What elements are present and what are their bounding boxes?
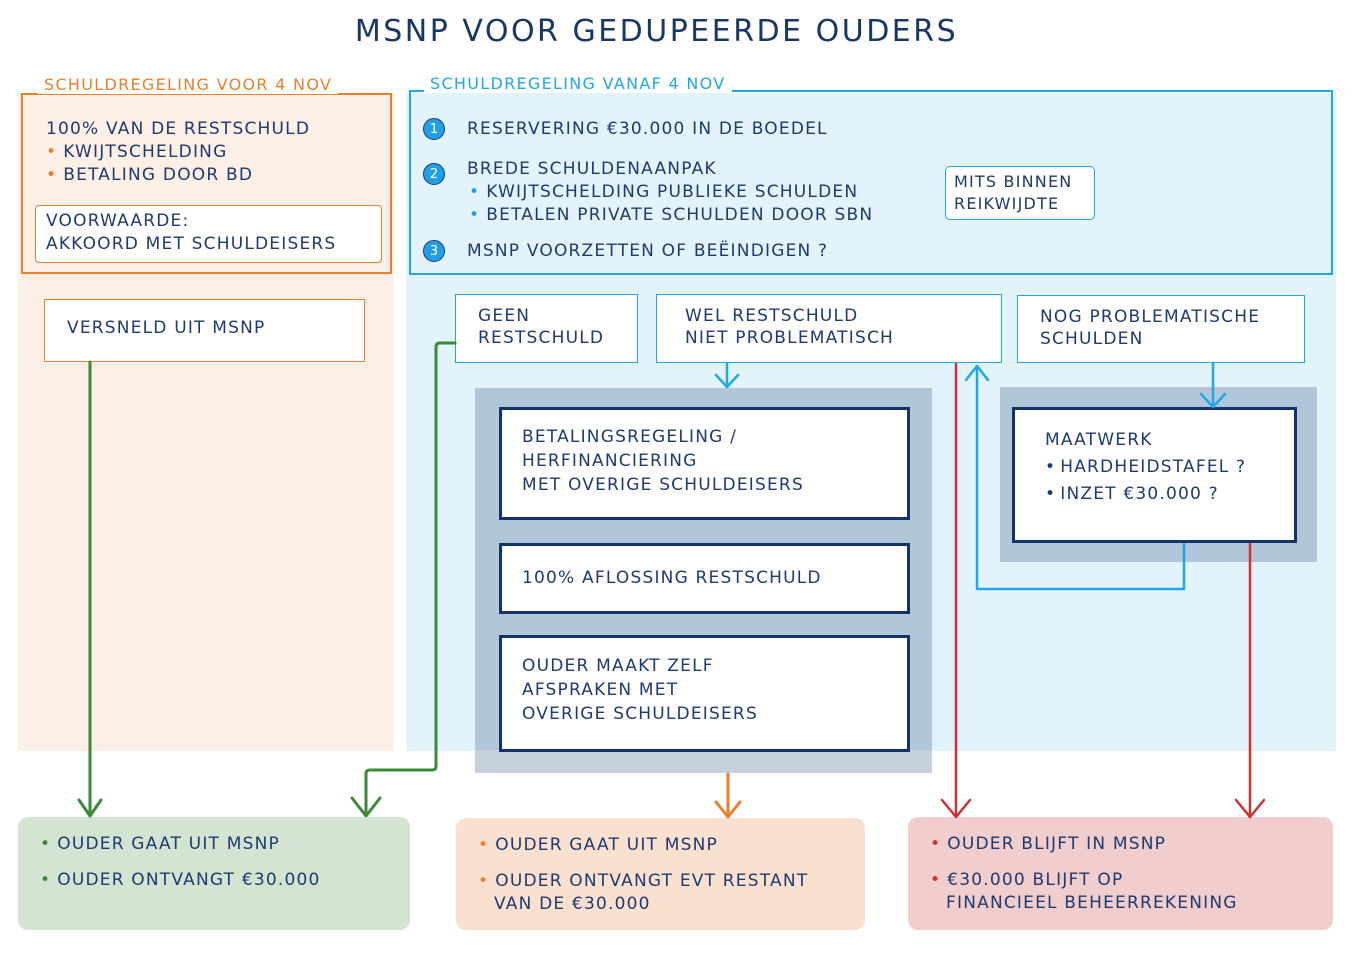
arrowhead-green-1 <box>77 798 103 818</box>
scope-note-line: Mits binnen <box>954 172 1073 191</box>
condition-text: Akkoord met schuldeisers <box>46 234 337 254</box>
outcome-item: Ouder ontvangt evt restant <box>478 871 808 891</box>
left-panel-background <box>18 93 394 751</box>
option-line: overige schuldeisers <box>522 704 758 724</box>
arrowhead-blue-3 <box>964 364 990 382</box>
outcome-item: €30.000 blijft op <box>930 870 1123 890</box>
step-number-1-icon: 1 <box>423 118 445 140</box>
option-line: met overige schuldeisers <box>522 475 804 495</box>
condition-label: Voorwaarde: <box>46 211 190 231</box>
arrow-maatwerk-back-to-nonproblematic <box>975 364 1186 591</box>
step-2-content: Brede schuldenaanpak Kwijtschelding publ… <box>467 158 873 227</box>
left-rules-content: 100% van de restschuld Kwijtschelding Be… <box>46 118 310 187</box>
arrowhead-red-1 <box>940 798 972 819</box>
right-rules-frame <box>409 90 1333 275</box>
outcome-exit-full-payout: Ouder gaat uit MSNP Ouder ontvangt €30.0… <box>18 817 410 930</box>
arrowhead-blue-1 <box>714 373 740 389</box>
scope-note-line: reikwijdte <box>954 194 1060 213</box>
arrowhead-orange <box>714 800 742 819</box>
category-line: restschuld <box>478 328 605 348</box>
arrowhead-red-2 <box>1234 798 1266 819</box>
outcome-item-continued: van de €30.000 <box>494 894 651 914</box>
scope-note-box: Mits binnen reikwijdte <box>945 166 1095 220</box>
category-problematic-debt[interactable]: Nog problematische schulden <box>1017 295 1305 363</box>
category-non-problematic-debt[interactable]: Wel restschuld niet problematisch <box>656 294 1002 363</box>
condition-box: Voorwaarde: Akkoord met schuldeisers <box>35 205 382 263</box>
category-no-residual-debt[interactable]: Geen restschuld <box>455 294 638 363</box>
option-line: Ouder maakt zelf <box>522 656 714 676</box>
maatwerk-bullet: Hardheidstafel ? <box>1045 455 1264 479</box>
outcome-stay-in-msnp: Ouder blijft in MSNP €30.000 blijft op fi… <box>908 817 1333 930</box>
fast-exit-label: Versneld uit MSNP <box>67 318 266 338</box>
step-2-bullet: Betalen private schulden door SBN <box>467 204 873 227</box>
fast-exit-box[interactable]: Versneld uit MSNP <box>44 299 365 362</box>
left-bullet: Betaling door BD <box>46 164 310 187</box>
step-number-3-icon: 3 <box>423 240 445 262</box>
arrow-no-debt-to-green <box>364 341 457 817</box>
category-line: schulden <box>1040 329 1144 349</box>
left-bullet: Kwijtschelding <box>46 141 310 164</box>
category-line: Geen <box>478 306 531 326</box>
outcome-item: Ouder gaat uit MSNP <box>478 834 843 857</box>
option-full-repayment[interactable]: 100% aflossing restschuld <box>499 543 910 614</box>
option-payment-arrangement[interactable]: Betalingsregeling / herfinanciering met … <box>499 407 910 520</box>
option-line: herfinanciering <box>522 451 698 471</box>
option-line: 100% aflossing restschuld <box>522 568 822 588</box>
step-3-text: MSNP voorzetten of beëindigen ? <box>467 241 829 261</box>
arrowhead-blue-2 <box>1199 392 1227 409</box>
left-heading: 100% van de restschuld <box>46 119 311 139</box>
maatwerk-bullet: Inzet €30.000 ? <box>1045 482 1264 506</box>
maatwerk-box[interactable]: Maatwerk Hardheidstafel ? Inzet €30.000 … <box>1012 407 1297 543</box>
options-container-footer <box>475 750 932 773</box>
option-own-arrangements[interactable]: Ouder maakt zelf afspraken met overige s… <box>499 635 910 752</box>
left-rules-frame <box>21 93 392 274</box>
outcome-exit-remainder: Ouder gaat uit MSNP Ouder ontvangt evt r… <box>456 818 865 930</box>
maatwerk-title: Maatwerk <box>1045 430 1153 450</box>
right-panel-legend: Schuldregeling vanaf 4 nov <box>424 74 732 93</box>
outcome-item: Ouder ontvangt €30.000 <box>40 869 388 892</box>
page-title: MSNP voor gedupeerde ouders <box>354 14 959 49</box>
step-number-2-icon: 2 <box>423 163 445 185</box>
outcome-item: Ouder gaat uit MSNP <box>40 833 388 856</box>
step-1-text: Reservering €30.000 in de boedel <box>467 119 828 139</box>
category-line: Nog problematische <box>1040 307 1261 327</box>
arrowhead-green-2 <box>350 796 382 818</box>
outcome-item-continued: financieel beheerrekening <box>946 893 1238 913</box>
left-panel-legend: Schuldregeling voor 4 nov <box>38 75 339 94</box>
step-2-text: Brede schuldenaanpak <box>467 159 717 179</box>
category-line: niet problematisch <box>685 328 894 348</box>
step-2-bullet: Kwijtschelding publieke schulden <box>467 181 873 204</box>
option-line: Betalingsregeling / <box>522 427 738 447</box>
option-line: afspraken met <box>522 680 679 700</box>
outcome-item: Ouder blijft in MSNP <box>930 833 1311 856</box>
category-line: Wel restschuld <box>685 306 859 326</box>
